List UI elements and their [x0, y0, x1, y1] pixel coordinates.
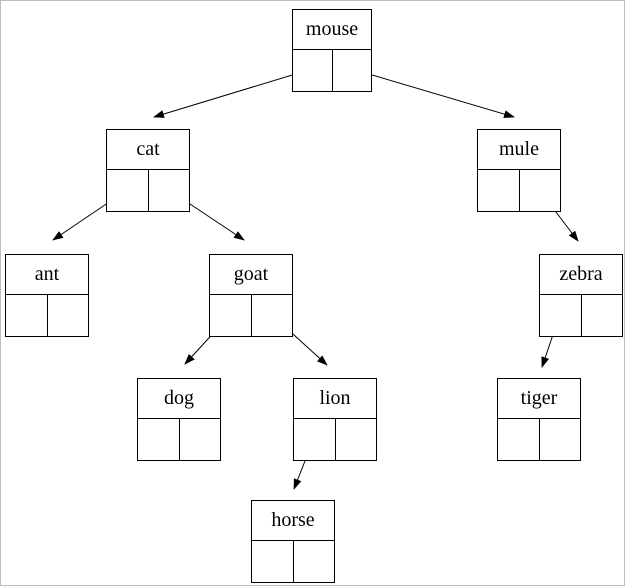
pointer-cells: [540, 295, 622, 336]
tree-node-mule: mule: [477, 129, 561, 212]
pointer-cells: [210, 295, 292, 336]
tree-node-lion: lion: [293, 378, 377, 461]
pointer-cells: [478, 170, 560, 211]
left-pointer-cell: [107, 170, 149, 211]
node-label: horse: [252, 501, 334, 541]
node-label: zebra: [540, 255, 622, 295]
node-label: cat: [107, 130, 189, 170]
right-pointer-cell: [520, 170, 561, 211]
node-label: lion: [294, 379, 376, 419]
tree-node-tiger: tiger: [497, 378, 581, 461]
right-pointer-cell: [582, 295, 623, 336]
pointer-cells: [138, 419, 220, 460]
left-pointer-cell: [252, 541, 294, 582]
edge-mouse-right-mule: [351, 68, 515, 118]
right-pointer-cell: [180, 419, 221, 460]
node-label: mouse: [293, 10, 371, 50]
tree-node-ant: ant: [5, 254, 89, 337]
left-pointer-cell: [478, 170, 520, 211]
left-pointer-cell: [294, 419, 336, 460]
right-pointer-cell: [48, 295, 89, 336]
node-label: dog: [138, 379, 220, 419]
right-pointer-cell: [540, 419, 581, 460]
edge-mouse-left-cat: [153, 68, 313, 118]
node-label: goat: [210, 255, 292, 295]
tree-node-horse: horse: [251, 500, 335, 583]
tree-node-cat: cat: [106, 129, 190, 212]
tree-node-goat: goat: [209, 254, 293, 337]
right-pointer-cell: [149, 170, 190, 211]
left-pointer-cell: [293, 50, 333, 91]
pointer-cells: [107, 170, 189, 211]
node-label: mule: [478, 130, 560, 170]
tree-node-mouse: mouse: [292, 9, 372, 92]
left-pointer-cell: [138, 419, 180, 460]
tree-node-zebra: zebra: [539, 254, 623, 337]
pointer-cells: [293, 50, 371, 91]
left-pointer-cell: [498, 419, 540, 460]
right-pointer-cell: [252, 295, 293, 336]
pointer-cells: [498, 419, 580, 460]
left-pointer-cell: [6, 295, 48, 336]
pointer-cells: [294, 419, 376, 460]
pointer-cells: [252, 541, 334, 582]
tree-node-dog: dog: [137, 378, 221, 461]
node-label: tiger: [498, 379, 580, 419]
left-pointer-cell: [540, 295, 582, 336]
pointer-cells: [6, 295, 88, 336]
node-label: ant: [6, 255, 88, 295]
right-pointer-cell: [294, 541, 335, 582]
right-pointer-cell: [333, 50, 372, 91]
right-pointer-cell: [336, 419, 377, 460]
left-pointer-cell: [210, 295, 252, 336]
